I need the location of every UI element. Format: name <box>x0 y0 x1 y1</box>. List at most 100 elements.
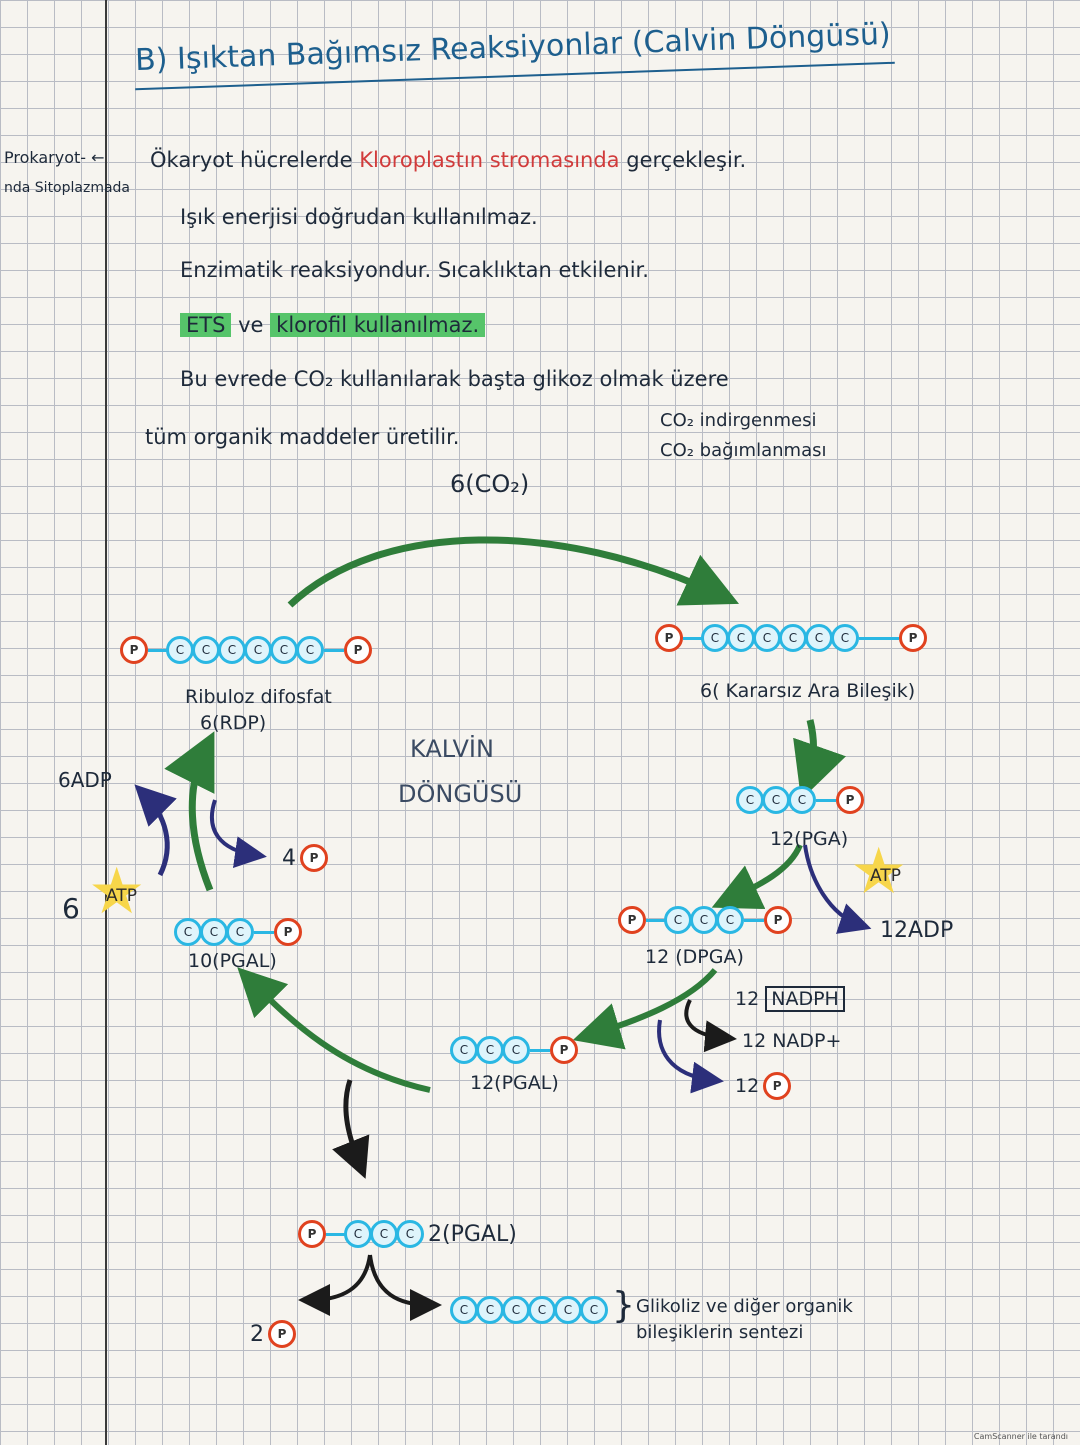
carbon: C <box>476 1296 504 1324</box>
carbon: C <box>270 636 298 664</box>
cycle-center-1: KALVİN <box>410 735 494 763</box>
atp-right-label: ATP <box>870 866 901 886</box>
bond <box>646 918 666 922</box>
carbon: C <box>701 624 729 652</box>
carbon: C <box>831 624 859 652</box>
arrow-atp-to-adp <box>803 844 872 934</box>
arrow-to-pgal12 <box>572 968 718 1050</box>
pgal2-label: 2(PGAL) <box>428 1222 517 1247</box>
margin-line <box>105 0 107 1445</box>
carbon: C <box>502 1036 530 1064</box>
arrow-to-rdp <box>164 731 215 892</box>
intro-line-6: tüm organik maddeler üretilir. <box>145 425 460 449</box>
bond <box>254 930 274 934</box>
carbon: C <box>690 906 718 934</box>
phosphate: P <box>120 636 148 664</box>
chlorophyll-highlight: klorofil kullanılmaz. <box>270 313 486 337</box>
intro-line-1-suffix: gerçekleşir. <box>626 148 747 172</box>
carbon: C <box>226 918 254 946</box>
co2-input: 6(CO₂) <box>450 470 530 498</box>
carbon: C <box>396 1220 424 1248</box>
phosphate: P <box>344 636 372 664</box>
phosphate: P <box>764 906 792 934</box>
scanner-watermark: CamScanner ile tarandı <box>973 1432 1068 1441</box>
carbon: C <box>762 786 790 814</box>
bond <box>326 1232 346 1236</box>
pi-4-count: 4 <box>282 845 296 871</box>
phosphate: P <box>298 1220 326 1248</box>
pga-label: 12(PGA) <box>770 828 849 850</box>
carbon: C <box>174 918 202 946</box>
pgal10-label: 10(PGAL) <box>188 950 277 972</box>
glucose-note-1: Glikoliz ve diğer organik <box>636 1296 853 1317</box>
arrow-pi4 <box>209 799 267 868</box>
nadph-label: 12 NADPH <box>735 986 845 1012</box>
cycle-center-2: DÖNGÜSÜ <box>398 780 523 808</box>
pi-12-label: 12 P <box>735 1072 792 1100</box>
phosphate: P <box>899 624 927 652</box>
arrow-to-pgal10 <box>237 967 431 1093</box>
carbon: C <box>664 906 692 934</box>
atp-star-right: ★ <box>850 835 908 909</box>
rdp-label: Ribuloz difosfat <box>185 686 332 708</box>
glucose-note-2: bileşiklerin sentezi <box>636 1322 804 1343</box>
unstable-label: 6( Kararsız Ara Bileşik) <box>700 680 916 702</box>
carbon: C <box>528 1296 556 1324</box>
carbon: C <box>200 918 228 946</box>
arrow-split-left <box>298 1254 372 1316</box>
intro-line-5: Bu evrede CO₂ kullanılarak başta glikoz … <box>180 367 729 391</box>
carbon: C <box>716 906 744 934</box>
nadph-count: 12 <box>735 988 760 1010</box>
dpga-label: 12 (DPGA) <box>645 946 744 968</box>
carbon: C <box>344 1220 372 1248</box>
intro-line-3: Enzimatik reaksiyondur. Sıcaklıktan etki… <box>180 258 649 282</box>
rdp-count: 6(RDP) <box>200 712 267 734</box>
carbon: C <box>244 636 272 664</box>
pi-2-label: 2 P <box>250 1320 296 1348</box>
arrow-nadph <box>684 999 737 1053</box>
adp-right-label: 12ADP <box>880 918 954 943</box>
intro-line-1-prefix: Ökaryot hücrelerde <box>150 148 353 172</box>
bond <box>324 648 344 652</box>
brace: } <box>612 1285 635 1326</box>
atp-left-count: 6 <box>62 892 80 925</box>
pgal12-label: 12(PGAL) <box>470 1072 559 1094</box>
adp-left-label: 6ADP <box>58 768 112 792</box>
phosphate: P <box>836 786 864 814</box>
co2-reduction-note: CO₂ indirgenmesi <box>660 410 817 431</box>
carbon: C <box>805 624 833 652</box>
bond <box>816 798 836 802</box>
margin-note-2: nda Sitoplazmada <box>4 180 131 196</box>
carbon: C <box>580 1296 608 1324</box>
carbon: C <box>296 636 324 664</box>
nadph-box: NADPH <box>765 986 845 1012</box>
intro-line-2: Işık enerjisi doğrudan kullanılmaz. <box>180 205 538 229</box>
carbon: C <box>166 636 194 664</box>
atp-star-left: ★ <box>88 855 146 929</box>
atp-left-label: ATP <box>106 886 137 906</box>
co2-fixation-note: CO₂ bağımlanması <box>660 440 827 461</box>
carbon: C <box>192 636 220 664</box>
ets-highlight: ETS <box>180 313 232 337</box>
carbon: C <box>554 1296 582 1324</box>
phosphate: P <box>274 918 302 946</box>
bond <box>530 1048 550 1052</box>
phosphate: P <box>618 906 646 934</box>
margin-note-1: Prokaryot- ← <box>4 148 105 167</box>
phosphate: P <box>300 844 328 872</box>
arrow-atp-to-adp-left <box>134 784 177 877</box>
phosphate: P <box>655 624 683 652</box>
carbon: C <box>370 1220 398 1248</box>
carbon: C <box>788 786 816 814</box>
phosphate: P <box>268 1320 296 1348</box>
arrow-to-dpga <box>711 843 803 909</box>
bond <box>148 648 168 652</box>
arrow-to-pga <box>793 719 846 800</box>
